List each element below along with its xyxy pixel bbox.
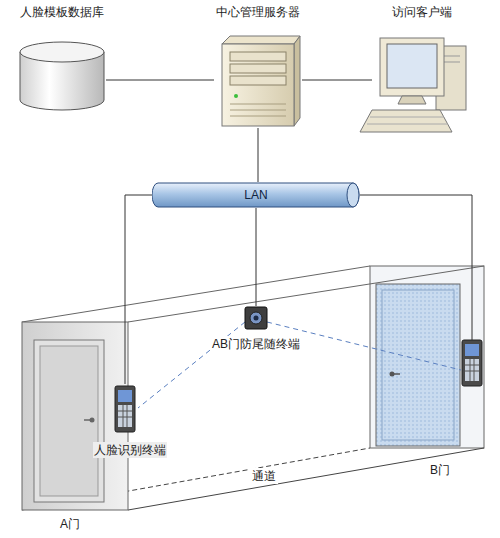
node-label: 人脸识别终端: [93, 442, 167, 458]
node-label: 中心管理服务器: [215, 4, 301, 20]
door-a: A门: [28, 336, 112, 532]
door-a-drawing: [34, 340, 104, 502]
node-label: A门: [59, 516, 81, 532]
network-cable: [256, 208, 257, 306]
network-cable: [302, 80, 372, 81]
server-icon: [222, 36, 300, 126]
face-terminal: 人脸识别终端: [92, 384, 168, 458]
area-label: 通道: [250, 468, 278, 484]
lan-bus: LAN: [152, 182, 360, 208]
database-node: 人脸模板数据库: [18, 4, 106, 108]
door-b: B门: [372, 280, 472, 478]
network-cable: [125, 195, 152, 384]
node-label: 人脸模板数据库: [19, 4, 105, 20]
network-cable: [106, 80, 214, 81]
client-node: 访问客户端: [372, 4, 472, 136]
face-terminal-icons: [115, 340, 482, 432]
sensor-range: [138, 322, 461, 408]
node-label: 访问客户端: [391, 4, 453, 20]
node-label: B门: [429, 462, 451, 478]
database-icon: [20, 42, 104, 110]
b-terminal-wire: [360, 195, 472, 340]
door-b-drawing: [376, 284, 460, 446]
anti-tailgate-icon: [245, 307, 267, 329]
node-label: LAN: [243, 187, 268, 203]
network-cable: [258, 128, 259, 182]
corridor-box: [22, 266, 484, 510]
node-label: AB门防尾随终端: [211, 336, 301, 352]
anti-tailgate-terminal: AB门防尾随终端: [210, 306, 302, 352]
server-node: 中心管理服务器: [214, 4, 302, 128]
client-computer-icon: [360, 38, 466, 132]
